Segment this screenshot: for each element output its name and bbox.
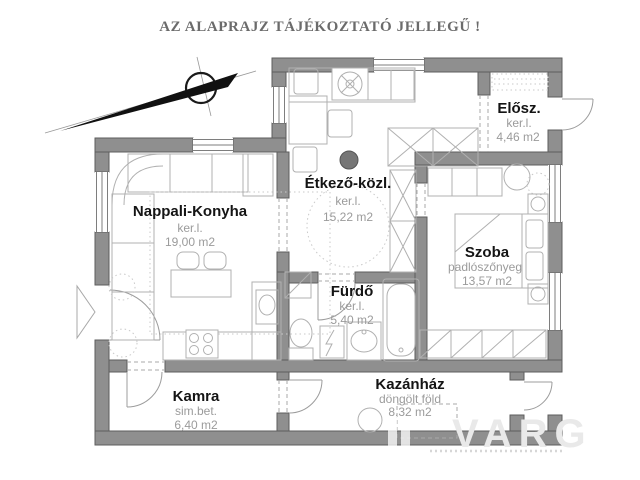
- room-area: 15,22 m2: [323, 210, 373, 224]
- room-floor: ker.l.: [335, 194, 360, 208]
- dining-table: [288, 68, 353, 173]
- window-northwest: [272, 87, 286, 123]
- room-floor: padlószőnyeg: [448, 260, 522, 274]
- boilerroom-exit-door: [523, 381, 553, 411]
- bathtub: [382, 278, 420, 362]
- watermark-text: VARG: [452, 412, 593, 456]
- kitchen-counter-top: [288, 67, 416, 103]
- bathroom-door: [317, 282, 356, 321]
- tall-cabinet: [242, 153, 274, 197]
- walls: [94, 57, 563, 446]
- room-label-kazanhaz: Kazánház döngölt föld 8,32 m2: [375, 376, 444, 419]
- plant-2: [108, 328, 138, 358]
- room-label-nappali: Nappali-Konyha ker.l. 19,00 m2: [133, 203, 248, 249]
- windows: [95, 58, 562, 330]
- washing-machine: [284, 271, 312, 299]
- window-room-right-1: [548, 165, 562, 222]
- plant-3: [526, 172, 550, 196]
- window-livingroom-left: [95, 172, 109, 232]
- room-area: 8,32 m2: [388, 405, 432, 419]
- floor-circle: [306, 184, 390, 268]
- doormat: [491, 73, 549, 91]
- bottom-wardrobe: [419, 329, 547, 359]
- room-name: Kamra: [173, 388, 220, 405]
- desk-chair: [503, 163, 531, 191]
- north-arrow-icon: [44, 56, 257, 134]
- entry-steps: [76, 284, 96, 340]
- room-floor: ker.l.: [339, 299, 364, 313]
- bed: [454, 213, 549, 289]
- furniture-dining: [288, 67, 479, 273]
- boiler-circle: [357, 407, 383, 433]
- entry-door: [561, 98, 594, 131]
- kitchen-counter: [162, 281, 282, 361]
- room-area: 13,57 m2: [462, 274, 512, 288]
- top-cabinet: [427, 167, 503, 197]
- open-passages: [127, 95, 489, 413]
- room-labels: Nappali-Konyha ker.l. 19,00 m2 Étkező-kö…: [133, 100, 541, 432]
- chimney-circle: [339, 150, 359, 170]
- room-area: 4,46 m2: [496, 130, 540, 144]
- room-label-furdo: Fürdő ker.l. 5,40 m2: [330, 283, 374, 327]
- room-area: 5,40 m2: [330, 313, 374, 327]
- furniture-hall: [491, 73, 549, 91]
- rug: [149, 191, 331, 335]
- room-name: Étkező-közl.: [305, 175, 392, 192]
- furniture-bedroom: [419, 163, 550, 359]
- boilerroom-door: [288, 379, 323, 414]
- room-name: Elősz.: [497, 100, 540, 117]
- room-floor: ker.l.: [177, 221, 202, 235]
- bar-stools: [170, 251, 232, 298]
- nightstand-lamp-2: [527, 283, 549, 305]
- furniture-bathroom: [284, 271, 420, 362]
- water-heater: [319, 325, 345, 359]
- room-floor: ker.l.: [506, 116, 531, 130]
- plant-1: [108, 273, 136, 301]
- plan-title: AZ ALAPRAJZ TÁJÉKOZTATÓ JELLEGŰ !: [159, 18, 481, 35]
- window-room-right-2: [548, 273, 562, 330]
- pantry-door: [126, 371, 163, 408]
- hall-wardrobe: [387, 127, 479, 273]
- room-name: Fürdő: [331, 283, 374, 300]
- doors: [76, 95, 594, 414]
- window-livingroom-top: [193, 138, 233, 152]
- room-label-szoba: Szoba padlószőnyeg 13,57 m2: [448, 244, 522, 288]
- furniture-livingroom: [108, 153, 331, 361]
- room-floor: sim.bet.: [175, 404, 217, 418]
- room-area: 6,40 m2: [174, 418, 218, 432]
- room-name: Nappali-Konyha: [133, 203, 248, 220]
- watermark-bar-1: [388, 416, 397, 447]
- watermark-bar-2: [401, 416, 410, 447]
- sofa: [111, 153, 249, 341]
- room-area: 19,00 m2: [165, 235, 215, 249]
- room-label-elosz: Elősz. ker.l. 4,46 m2: [496, 100, 540, 144]
- livingroom-entry-door: [109, 289, 161, 341]
- watermark: VARG: [388, 412, 593, 456]
- room-label-kamra: Kamra sim.bet. 6,40 m2: [173, 388, 220, 432]
- room-name: Kazánház: [375, 376, 444, 393]
- nightstand-lamp-1: [527, 193, 549, 215]
- toilet: [288, 318, 314, 361]
- room-label-etkezo: Étkező-közl. ker.l. 15,22 m2: [305, 175, 392, 224]
- room-floor: döngölt föld: [379, 392, 441, 406]
- washbasin: [346, 321, 382, 361]
- room-name: Szoba: [465, 244, 510, 261]
